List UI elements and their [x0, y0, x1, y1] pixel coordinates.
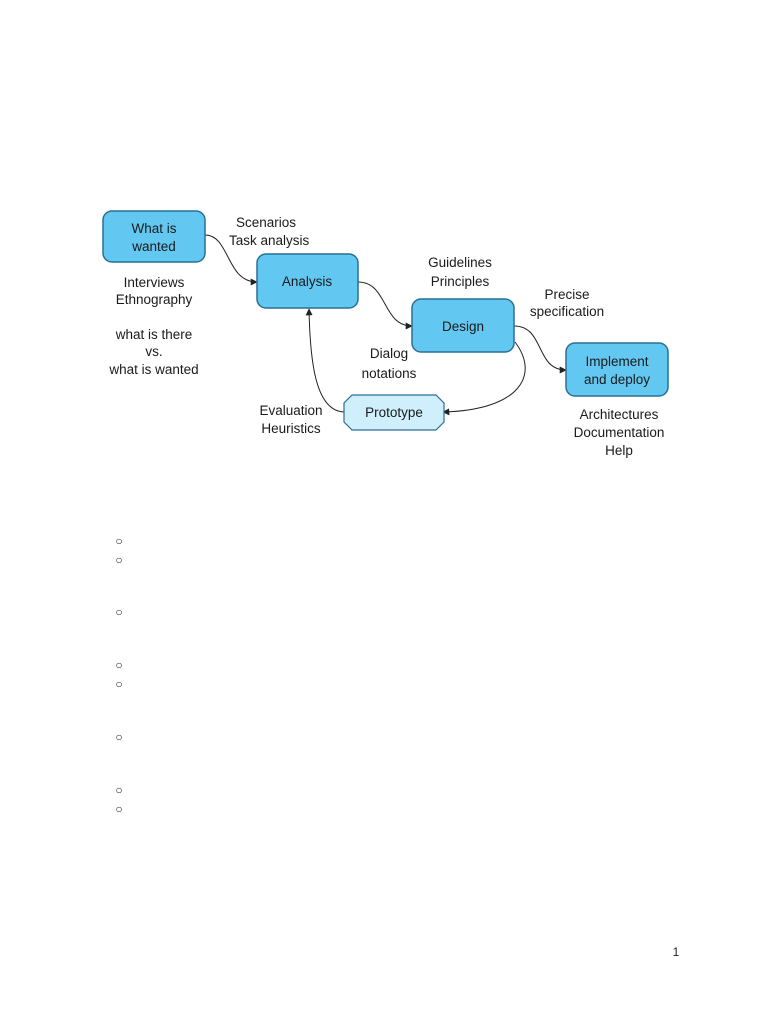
annotation-line: Precise: [544, 287, 589, 302]
annotation-dialog-notations: Dialog notations: [362, 346, 417, 381]
arrow-design-to-implement: [513, 325, 567, 374]
connector-arrows: [204, 234, 567, 416]
annotation-line: vs.: [145, 344, 162, 359]
box-implement-and-deploy: Implement and deploy: [565, 342, 669, 397]
list-bullet: ○: [115, 553, 123, 567]
box-label: Prototype: [365, 405, 423, 420]
box-design: Design: [411, 298, 515, 353]
annotation-line: notations: [362, 366, 417, 381]
annotation-precise-specification: Precise specification: [530, 287, 604, 319]
annotation-line: Interviews: [124, 275, 185, 290]
arrow-wanted-to-analysis: [204, 234, 258, 286]
box-what-is-wanted: What is wanted: [102, 210, 206, 263]
box-label: and deploy: [584, 372, 650, 387]
list-bullet: ○: [115, 534, 123, 548]
list-bullet: ○: [115, 783, 123, 797]
annotation-line: Heuristics: [261, 421, 321, 436]
box-label: Design: [442, 319, 484, 334]
annotation-architectures: Architectures Documentation Help: [574, 407, 665, 458]
annotation-line: Task analysis: [229, 233, 310, 248]
list-bullet: ○: [115, 730, 123, 744]
annotation-line: what is wanted: [108, 362, 198, 377]
annotation-scenarios: Scenarios Task analysis: [229, 215, 310, 248]
annotation-line: specification: [530, 304, 604, 319]
list-bullet: ○: [115, 677, 123, 691]
box-label: wanted: [131, 239, 176, 254]
annotation-line: Principles: [431, 274, 490, 289]
box-label: Implement: [585, 354, 648, 369]
list-bullet: ○: [115, 658, 123, 672]
list-bullet: ○: [115, 802, 123, 816]
box-label: What is: [131, 221, 176, 236]
box-analysis: Analysis: [256, 253, 359, 309]
box-label: Analysis: [282, 274, 333, 289]
page-number: 1: [672, 945, 680, 959]
annotation-line: Dialog: [370, 346, 408, 361]
annotation-line: Documentation: [574, 425, 665, 440]
annotation-interviews: Interviews Ethnography what is there vs.…: [108, 275, 198, 377]
annotation-line: what is there: [115, 327, 193, 342]
annotation-guidelines: Guidelines Principles: [428, 255, 492, 289]
list-bullet: ○: [115, 605, 123, 619]
annotation-evaluation-heuristics: Evaluation Heuristics: [259, 403, 322, 436]
annotation-line: Architectures: [580, 407, 659, 422]
annotation-line: Guidelines: [428, 255, 492, 270]
annotation-line: Scenarios: [236, 215, 296, 230]
annotation-line: Ethnography: [116, 292, 193, 307]
design-process-diagram: What is wanted Analysis Design Implement…: [102, 210, 669, 458]
box-prototype: Prototype: [343, 394, 445, 431]
arrow-analysis-to-design: [357, 281, 413, 330]
arrow-prototype-to-analysis: [305, 308, 346, 413]
annotation-line: Help: [605, 443, 633, 458]
annotation-line: Evaluation: [259, 403, 322, 418]
arrow-design-to-prototype: [442, 341, 526, 416]
